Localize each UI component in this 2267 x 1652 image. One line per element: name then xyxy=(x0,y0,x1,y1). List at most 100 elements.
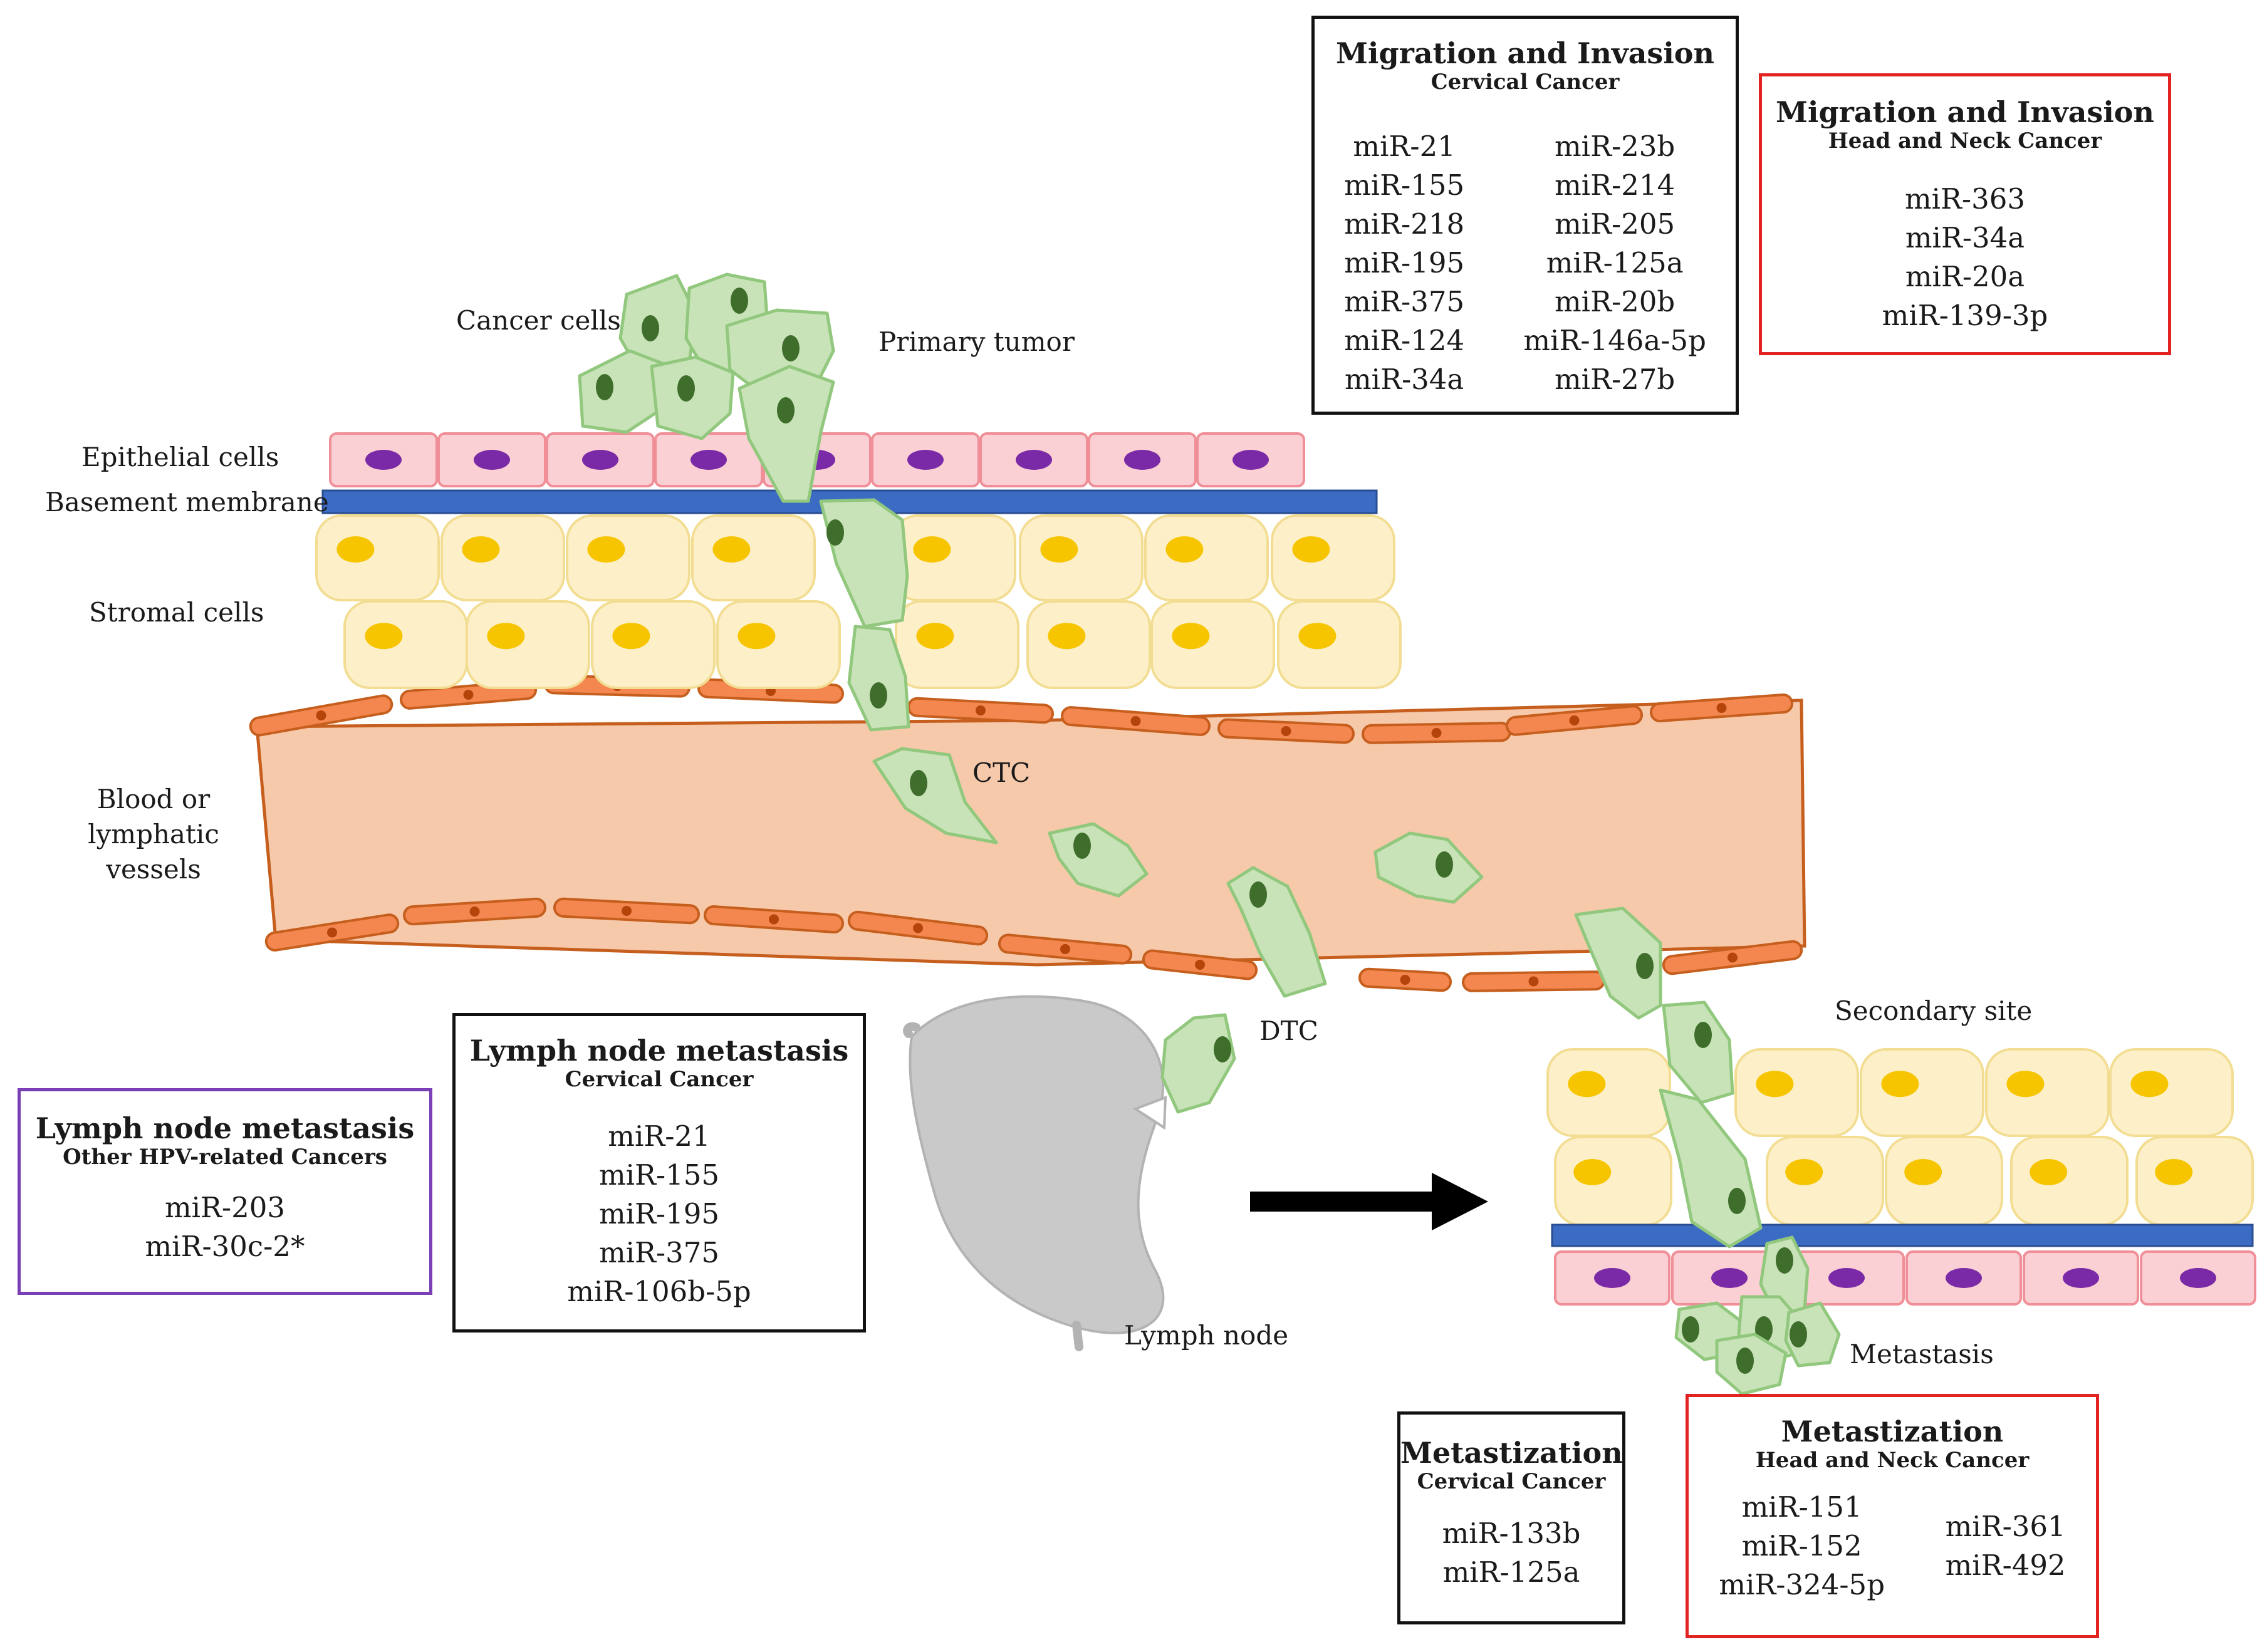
mirna-item: miR-146a-5p xyxy=(1523,324,1706,358)
stromal-cell xyxy=(1885,1136,2003,1226)
stromal-nucleus xyxy=(2155,1159,2193,1185)
mirna-item: miR-125a xyxy=(1546,246,1684,280)
stromal-nucleus xyxy=(1881,1071,1919,1098)
cancer-cell xyxy=(1160,1013,1236,1114)
stromal-cell xyxy=(466,600,590,689)
mirna-item: miR-361 xyxy=(1945,1510,2066,1544)
label-ctc: CTC xyxy=(972,757,1031,788)
box-subtitle: Cervical Cancer xyxy=(1431,69,1620,95)
mirna-item: miR-214 xyxy=(1555,169,1675,202)
stromal-nucleus xyxy=(1048,623,1086,650)
cancer-cell-body xyxy=(847,625,910,732)
label-vessels: Blood or lymphatic vessels xyxy=(69,782,238,887)
stromal-nucleus xyxy=(1568,1071,1606,1098)
endothelial-nucleus xyxy=(1195,960,1205,970)
blood-vessel xyxy=(249,674,1806,992)
cancer-cell xyxy=(1574,907,1662,1020)
stromal-body xyxy=(1271,514,1395,601)
mirna-item: miR-20a xyxy=(1905,260,2025,294)
mirna-item: miR-21 xyxy=(1353,130,1456,164)
stromal-body xyxy=(1277,600,1402,689)
cancer-nucleus xyxy=(596,374,613,400)
mirna-item: miR-195 xyxy=(1344,246,1465,280)
cancer-cell xyxy=(1048,822,1149,898)
cancer-nucleus xyxy=(1728,1188,1746,1214)
cancer-cell xyxy=(650,355,735,440)
cancer-cell-body xyxy=(819,498,909,628)
endothelial-cell xyxy=(907,697,1055,724)
cancer-cell-body xyxy=(1373,831,1484,904)
epithelial-cell xyxy=(1905,1250,2022,1306)
endothelial-cell xyxy=(703,905,845,934)
label-vessels-line-2: lymphatic xyxy=(88,819,219,849)
stromal-cell xyxy=(566,514,691,601)
box-metastization-cervical: Metastization Cervical Cancer miR-133b m… xyxy=(1397,1411,1625,1624)
lymph-vessel-stub xyxy=(903,1022,920,1038)
stromal-body xyxy=(1019,514,1144,601)
endothelial-nucleus xyxy=(976,705,986,715)
arrow-head xyxy=(1432,1173,1488,1230)
epithelial-nucleus xyxy=(2180,1268,2216,1288)
stromal-cell xyxy=(895,600,1019,689)
box-title: Migration and Invasion xyxy=(1336,36,1714,70)
mirna-item: miR-106b-5p xyxy=(567,1275,751,1309)
mirna-item: miR-21 xyxy=(608,1120,711,1153)
label-dtc: DTC xyxy=(1259,1016,1318,1046)
mirna-item: miR-151 xyxy=(1741,1490,1862,1524)
epithelial-cell xyxy=(546,432,655,487)
endothelial-cell xyxy=(1361,722,1512,744)
cancer-nucleus xyxy=(1776,1247,1793,1274)
box-migration-headneck: Migration and Invasion Head and Neck Can… xyxy=(1759,73,2171,355)
mirna-item: miR-34a xyxy=(1905,221,2025,255)
mirna-item: miR-363 xyxy=(1904,182,2026,216)
cancer-cell xyxy=(1715,1333,1788,1396)
box-subtitle: Cervical Cancer xyxy=(565,1066,754,1092)
cancer-nucleus xyxy=(1736,1348,1754,1374)
stromal-nucleus xyxy=(1573,1159,1612,1185)
mirna-item: miR-155 xyxy=(598,1158,720,1192)
mirna-list: miR-203 miR-30c-2* xyxy=(21,1188,429,1266)
stromal-nucleus xyxy=(2006,1071,2045,1098)
label-vessels-line-3: vessels xyxy=(106,854,201,885)
epithelial-cell xyxy=(329,432,438,487)
endothelial-cell xyxy=(402,897,547,926)
endothelial-nucleus xyxy=(316,710,326,720)
stromal-body xyxy=(591,600,716,689)
epithelial-nucleus xyxy=(2063,1268,2099,1288)
cancer-nucleus xyxy=(1436,851,1453,878)
endothelial-nucleus xyxy=(913,923,923,933)
mirna-list: miR-363 miR-34a miR-20a miR-139-3p xyxy=(1762,180,2168,335)
mirna-item: miR-20b xyxy=(1555,285,1675,319)
stromal-body xyxy=(1546,1048,1671,1137)
stromal-cell xyxy=(315,514,440,601)
stromal-body xyxy=(566,514,691,601)
stromal-body xyxy=(466,600,590,689)
cancer-nucleus xyxy=(1073,833,1091,859)
cancer-cell xyxy=(1226,866,1327,998)
box-subtitle: Head and Neck Cancer xyxy=(1755,1447,2030,1473)
epithelial-nucleus xyxy=(1946,1268,1982,1288)
endothelial-cell xyxy=(1358,967,1452,992)
cancer-nucleus xyxy=(1682,1316,1699,1343)
epithelial-nucleus xyxy=(1016,450,1052,470)
cancer-nucleus xyxy=(826,519,844,546)
mirna-item: miR-155 xyxy=(1344,169,1465,202)
endothelial-cell xyxy=(998,933,1133,965)
endothelial-cell xyxy=(1649,693,1794,723)
endothelial-nucleus xyxy=(469,907,480,917)
stromal-body xyxy=(1860,1048,1984,1137)
mirna-item: miR-375 xyxy=(598,1236,720,1270)
stromal-body xyxy=(315,514,440,601)
cancer-nucleus xyxy=(677,375,695,402)
stromal-body xyxy=(1985,1048,2110,1137)
mirna-item: miR-375 xyxy=(1344,285,1465,319)
mirna-column-right: miR-361 miR-492 xyxy=(1946,1488,2066,1604)
cancer-cell xyxy=(1373,831,1484,904)
mirna-item: miR-27b xyxy=(1555,363,1675,397)
stromal-nucleus xyxy=(1298,623,1337,650)
label-lymph-node: Lymph node xyxy=(1124,1320,1289,1351)
mirna-item: miR-133b xyxy=(1442,1517,1581,1551)
stromal-cell xyxy=(591,600,716,689)
stromal-cell xyxy=(1734,1048,1859,1137)
stromal-nucleus xyxy=(2030,1159,2068,1185)
